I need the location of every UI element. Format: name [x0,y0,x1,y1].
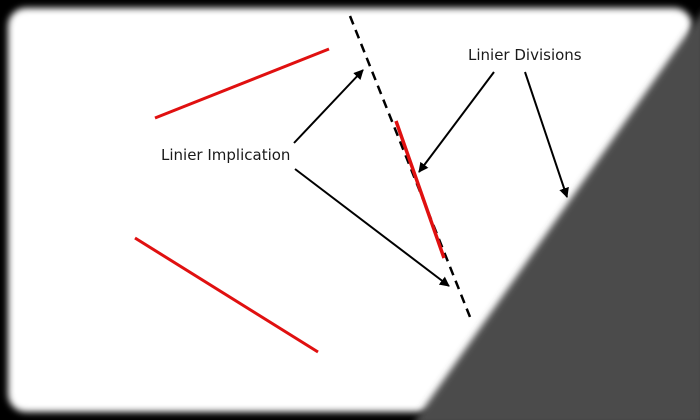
dashed-implied-line [348,15,474,323]
linier-divisions-label: Linier Divisions [468,46,582,64]
linier-implication-label: Linier Implication [161,146,291,164]
divisions-arrow-center [418,71,495,173]
red-line-center [394,120,446,259]
divisions-arrow-right [524,71,569,198]
shadow-region [415,15,700,420]
red-line-lower-left [134,236,319,354]
red-line-upper-left [154,47,330,120]
implication-arrow-down [294,168,450,287]
implication-arrow-up [293,69,364,144]
